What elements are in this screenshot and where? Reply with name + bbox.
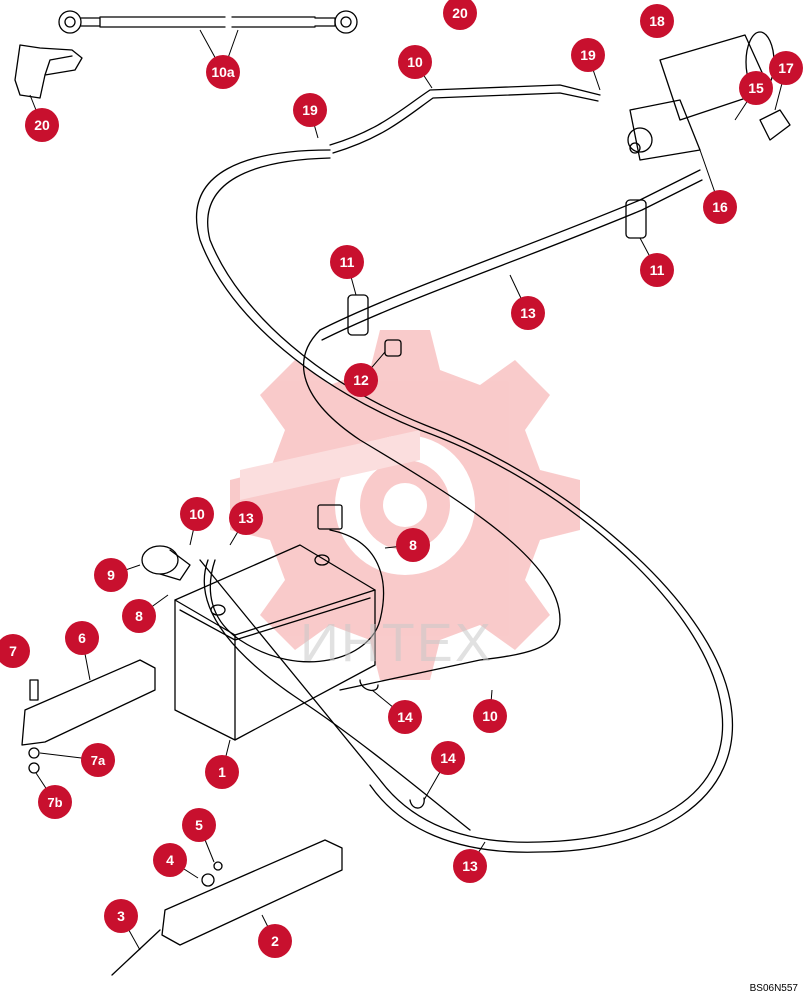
callout-8-right[interactable]: 8 xyxy=(396,528,430,562)
terminal-boot-20-icon xyxy=(14,44,83,99)
cable-10a-icon xyxy=(58,10,358,34)
watermark-gear-icon xyxy=(230,330,580,680)
callout-19-right[interactable]: 19 xyxy=(571,38,605,72)
callout-15[interactable]: 15 xyxy=(739,71,773,105)
callout-14-upper[interactable]: 14 xyxy=(388,700,422,734)
callout-13-top[interactable]: 13 xyxy=(511,296,545,330)
callout-7[interactable]: 7 xyxy=(0,634,30,668)
switch-9-icon xyxy=(141,545,191,581)
callout-11-right[interactable]: 11 xyxy=(640,253,674,287)
callout-16[interactable]: 16 xyxy=(703,190,737,224)
callout-7b[interactable]: 7b xyxy=(38,785,72,819)
callout-13-battery[interactable]: 13 xyxy=(229,501,263,535)
callout-12[interactable]: 12 xyxy=(344,363,378,397)
callout-8-left[interactable]: 8 xyxy=(122,599,156,633)
callout-10-battery[interactable]: 10 xyxy=(180,497,214,531)
callout-5[interactable]: 5 xyxy=(182,808,216,842)
callout-19-left[interactable]: 19 xyxy=(293,93,327,127)
callout-2[interactable]: 2 xyxy=(258,924,292,958)
cable-10-upper xyxy=(329,84,601,146)
callout-1[interactable]: 1 xyxy=(205,755,239,789)
callout-10-lower[interactable]: 10 xyxy=(473,699,507,733)
callout-14-lower[interactable]: 14 xyxy=(431,741,465,775)
callout-10-top[interactable]: 10 xyxy=(398,45,432,79)
drawing-code: BS06N557 xyxy=(749,983,798,994)
callout-10a[interactable]: 10a xyxy=(206,55,240,89)
callout-20-left[interactable]: 20 xyxy=(25,108,59,142)
callout-7a[interactable]: 7a xyxy=(81,743,115,777)
callout-17[interactable]: 17 xyxy=(769,51,803,85)
cable-13-loop xyxy=(195,149,724,843)
callout-4[interactable]: 4 xyxy=(153,843,187,877)
callout-6[interactable]: 6 xyxy=(65,621,99,655)
callout-11-left[interactable]: 11 xyxy=(330,245,364,279)
watermark-text: ИНТЕХ xyxy=(300,613,493,673)
callout-3[interactable]: 3 xyxy=(104,899,138,933)
callout-13-bottom[interactable]: 13 xyxy=(453,849,487,883)
callout-18[interactable]: 18 xyxy=(640,4,674,38)
callout-9[interactable]: 9 xyxy=(94,558,128,592)
callout-20-top[interactable]: 20 xyxy=(443,0,477,30)
